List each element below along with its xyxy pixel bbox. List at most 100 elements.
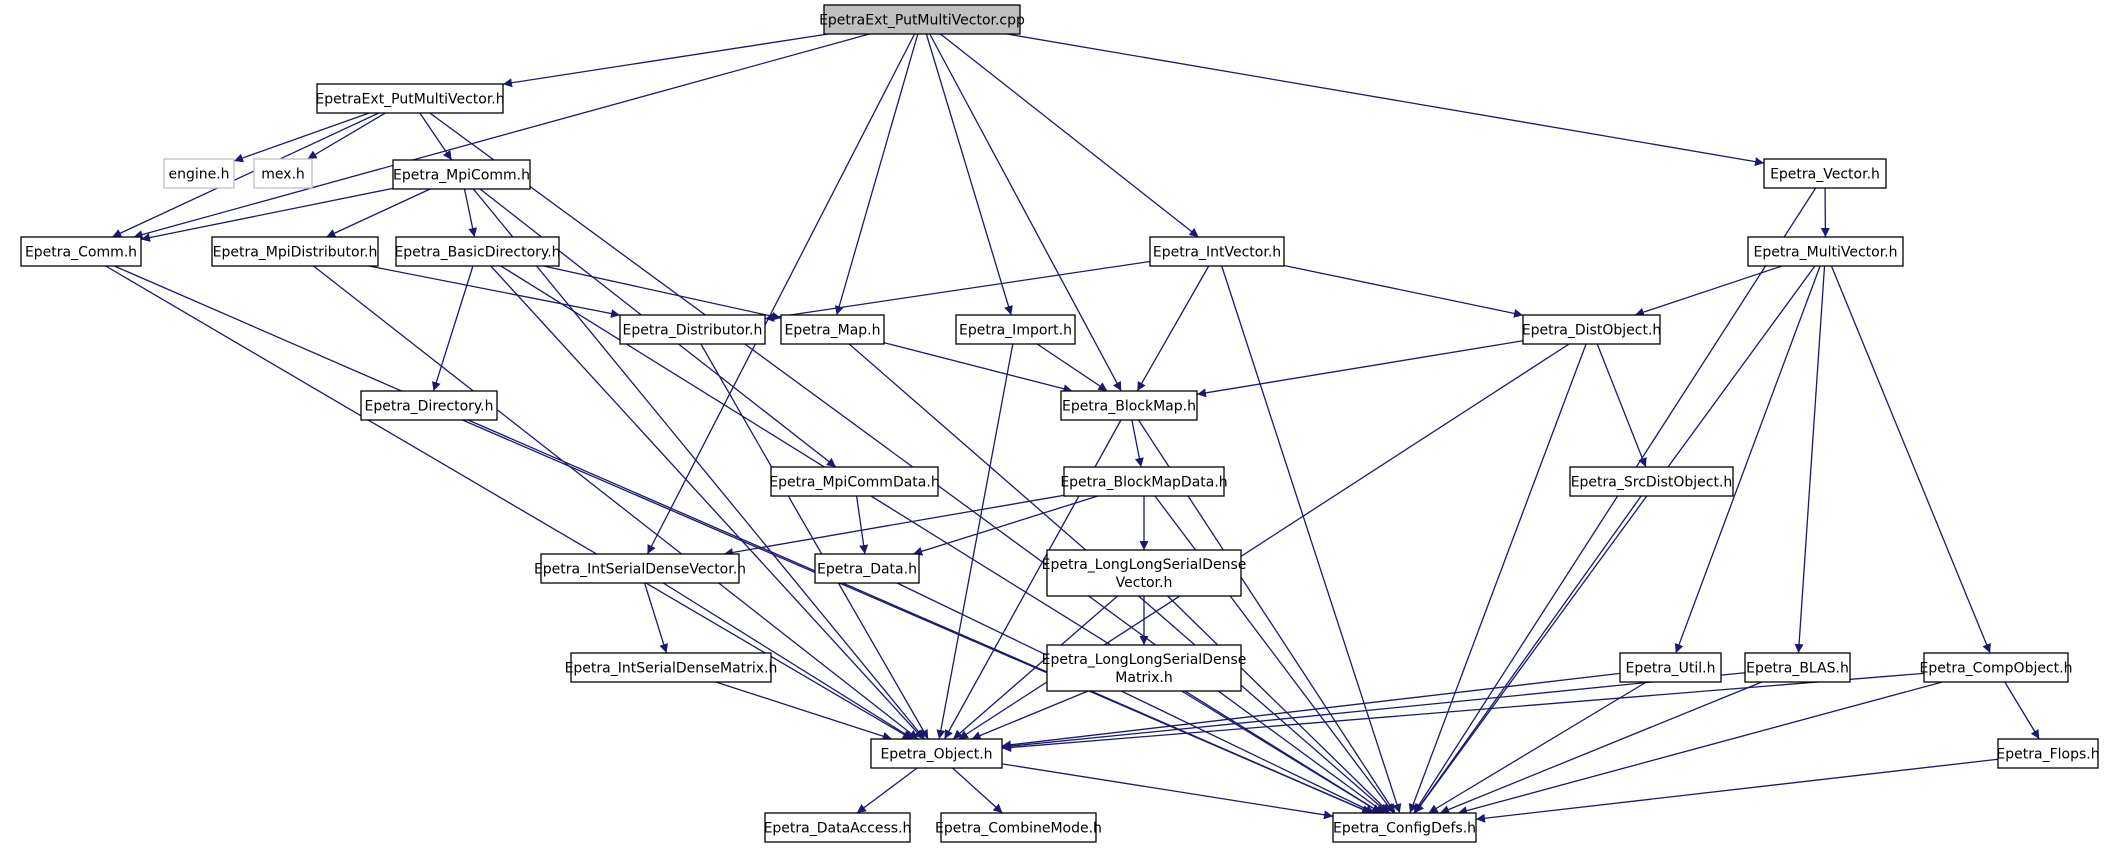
node-label: EpetraExt_PutMultiVector.h: [315, 92, 504, 108]
node-basicdir_h[interactable]: Epetra_BasicDirectory.h: [394, 236, 561, 267]
edge-import_h-to-blockmap_h: [1036, 343, 1108, 392]
edge-multivector_h-to-blas_h: [1794, 265, 1826, 654]
node-mpicommdata_h[interactable]: Epetra_MpiCommData.h: [769, 466, 940, 497]
edge-putmv_cpp-to-putmv_h: [502, 33, 829, 88]
node-multivector_h[interactable]: Epetra_MultiVector.h: [1747, 236, 1904, 267]
node-box: [1149, 236, 1285, 267]
node-box: [1747, 236, 1904, 267]
edge-util_h-to-configdefs_h: [1428, 681, 1647, 814]
edge-import_h-to-object_h: [936, 343, 1014, 740]
node-distributor_h[interactable]: Epetra_Distributor.h: [619, 314, 766, 345]
edge-putmv_h-to-mex_h: [307, 112, 386, 160]
edge-blockmapdata_h-to-configdefs_h: [1154, 495, 1395, 814]
edge-putmv_cpp-to-import_h: [925, 33, 1013, 316]
edge-multivector_h-to-distobject_h: [1634, 265, 1783, 317]
node-dataaccess_h[interactable]: Epetra_DataAccess.h: [764, 812, 912, 843]
node-label: Epetra_CombineMode.h: [935, 821, 1102, 837]
edge-compobject_h-to-configdefs_h: [1457, 681, 1943, 815]
edge-vector_h-to-configdefs_h: [1413, 187, 1817, 814]
node-label: Epetra_BasicDirectory.h: [394, 245, 560, 261]
edge-srcdistobject_h-to-configdefs_h: [1414, 495, 1642, 814]
edge-directory_h-to-configdefs_h: [462, 419, 1372, 814]
node-configdefs_h[interactable]: Epetra_ConfigDefs.h: [1332, 812, 1477, 843]
node-label: mex.h: [261, 167, 305, 183]
node-intsdmatrix_h[interactable]: Epetra_IntSerialDenseMatrix.h: [565, 652, 778, 683]
edge-llsdvector_h-to-configdefs_h: [1167, 595, 1391, 814]
node-data_h[interactable]: Epetra_Data.h: [814, 553, 920, 584]
edge-data_h-to-configdefs_h: [896, 582, 1375, 814]
node-srcdistobject_h[interactable]: Epetra_SrcDistObject.h: [1569, 466, 1734, 497]
edge-object_h-to-combinemode_h: [952, 767, 1003, 814]
node-distobject_h[interactable]: Epetra_DistObject.h: [1522, 314, 1662, 345]
node-box: [780, 314, 885, 345]
node-label: engine.h: [168, 167, 229, 183]
node-label: Epetra_IntVector.h: [1153, 245, 1281, 261]
node-box: [940, 812, 1097, 843]
edge-blas_h-to-object_h: [1001, 672, 1746, 751]
edge-putmv_cpp-to-intsdvector_h: [646, 33, 916, 555]
node-engine_h[interactable]: engine.h: [163, 158, 235, 189]
edge-intsdvector_h-to-object_h: [662, 582, 914, 740]
edge-compobject_h-to-object_h: [1001, 672, 1925, 752]
node-putmv_h[interactable]: EpetraExt_PutMultiVector.h: [315, 83, 505, 114]
edge-basicdir_h-to-configdefs_h: [500, 265, 1382, 814]
node-label: Epetra_Directory.h: [364, 399, 493, 415]
node-combinemode_h[interactable]: Epetra_CombineMode.h: [935, 812, 1102, 843]
node-box: [1522, 314, 1661, 345]
node-directory_h[interactable]: Epetra_Directory.h: [360, 390, 498, 421]
node-putmv_cpp[interactable]: EpetraExt_PutMultiVector.cpp: [819, 4, 1025, 35]
node-box: [1060, 390, 1198, 421]
node-label: Vector.h: [1116, 575, 1173, 591]
node-object_h[interactable]: Epetra_Object.h: [870, 738, 1003, 769]
edge-putmv_cpp-to-vector_h: [1006, 33, 1765, 167]
edge-multivector_h-to-util_h: [1674, 265, 1821, 654]
node-blockmap_h[interactable]: Epetra_BlockMap.h: [1060, 390, 1198, 421]
node-compobject_h[interactable]: Epetra_CompObject.h: [1920, 652, 2073, 683]
edge-mpidist_h-to-object_h: [313, 265, 919, 740]
node-intsdvector_h[interactable]: Epetra_IntSerialDenseVector.h: [534, 553, 746, 584]
edge-util_h-to-object_h: [1001, 672, 1621, 750]
edge-putmv_h-to-comm_h: [111, 112, 380, 238]
node-blockmapdata_h[interactable]: Epetra_BlockMapData.h: [1060, 466, 1228, 497]
node-label: Epetra_Distributor.h: [623, 323, 763, 339]
edge-mpicomm_h-to-comm_h: [140, 187, 394, 242]
node-mpidist_h[interactable]: Epetra_MpiDistributor.h: [211, 236, 379, 267]
edge-intvector_h-to-blockmap_h: [1136, 265, 1210, 392]
edge-blockmapdata_h-to-data_h: [912, 495, 1099, 556]
node-box: [1763, 158, 1887, 189]
node-box: [1619, 652, 1722, 683]
node-label: Epetra_Object.h: [880, 747, 992, 763]
node-label: Epetra_Vector.h: [1770, 167, 1880, 183]
edge-comm_h-to-object_h: [105, 265, 913, 740]
node-vector_h[interactable]: Epetra_Vector.h: [1763, 158, 1887, 189]
node-mpicomm_h[interactable]: Epetra_MpiComm.h: [392, 159, 531, 190]
node-label: EpetraExt_PutMultiVector.cpp: [819, 13, 1025, 29]
edge-mpidist_h-to-distributor_h: [368, 265, 621, 318]
node-comm_h[interactable]: Epetra_Comm.h: [20, 236, 142, 267]
edge-mpicomm_h-to-basicdir_h: [463, 188, 478, 238]
edge-putmv_cpp-to-map_h: [834, 33, 919, 316]
node-box: [870, 738, 1003, 769]
node-util_h[interactable]: Epetra_Util.h: [1619, 652, 1722, 683]
node-label: Epetra_LongLongSerialDense: [1042, 652, 1247, 668]
node-box: [823, 4, 1021, 35]
node-intvector_h[interactable]: Epetra_IntVector.h: [1149, 236, 1285, 267]
node-flops_h[interactable]: Epetra_Flops.h: [1996, 738, 2100, 769]
edge-distobject_h-to-configdefs_h: [1408, 343, 1587, 814]
node-label: Epetra_IntSerialDenseVector.h: [534, 562, 746, 578]
edge-basicdir_h-to-object_h: [490, 265, 924, 740]
edge-putmv_cpp-to-intvector_h: [940, 33, 1199, 238]
node-box: [395, 236, 560, 267]
edge-llsdvector_h-to-object_h: [952, 595, 1118, 740]
node-mex_h[interactable]: mex.h: [253, 158, 313, 189]
edge-mpicomm_h-to-object_h: [472, 188, 926, 740]
node-import_h[interactable]: Epetra_Import.h: [955, 314, 1076, 345]
node-blas_h[interactable]: Epetra_BLAS.h: [1744, 652, 1851, 683]
node-map_h[interactable]: Epetra_Map.h: [780, 314, 885, 345]
edge-intsdmatrix_h-to-object_h: [715, 681, 892, 741]
node-label: Epetra_MultiVector.h: [1753, 245, 1897, 261]
edge-putmv_h-to-configdefs_h: [429, 112, 1386, 814]
edge-map_h-to-blockmap_h: [883, 342, 1073, 394]
